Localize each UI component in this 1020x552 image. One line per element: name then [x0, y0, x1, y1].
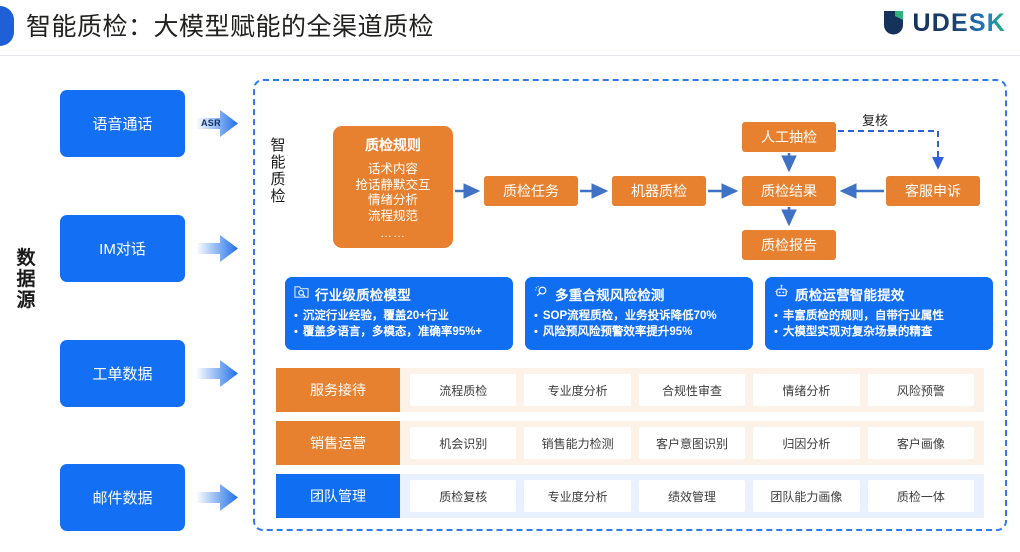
- bullet-dot-icon: •: [534, 326, 538, 338]
- datasource-label: 数据源: [16, 248, 36, 311]
- qc-rule-item: 话术内容: [367, 162, 418, 176]
- feature-card-bullet: • 大模型实现对复杂场景的精查: [774, 324, 984, 340]
- matrix-cell[interactable]: 机会识别: [410, 427, 517, 459]
- udesk-logo-text: UDESK: [912, 8, 1006, 37]
- datasource-arrow-email: [196, 484, 238, 511]
- matrix-row-cells: 质检复核 专业度分析 绩效管理 团队能力画像 质检一体: [400, 474, 984, 518]
- feature-card-header: 行业级质检模型: [294, 284, 504, 304]
- datasource-arrow-im: [196, 235, 238, 262]
- bullet-dot-icon: •: [294, 326, 298, 338]
- matrix-cell[interactable]: 专业度分析: [524, 374, 631, 406]
- matrix-row-cells: 流程质检 专业度分析 合规性审查 情绪分析 风险预警: [400, 368, 984, 412]
- bullet-dot-icon: •: [774, 310, 778, 322]
- bullet-dot-icon: •: [294, 310, 298, 322]
- header-accent-shape: [0, 6, 14, 46]
- qc-rules-box[interactable]: 质检规则 话术内容 抢话静默交互 情绪分析 流程规范 ……: [333, 126, 453, 248]
- matrix-cell[interactable]: 销售能力检测: [524, 427, 631, 459]
- udesk-logo: UDESK: [882, 8, 1006, 38]
- matrix-row-head[interactable]: 服务接待: [276, 368, 400, 412]
- feature-card-bullet: • 覆盖多语言，多模态，准确率95%+: [294, 324, 504, 340]
- qc-node-appeal[interactable]: 客服申诉: [886, 176, 980, 206]
- feature-card-bullet: • SOP流程质检，业务投诉降低70%: [534, 308, 744, 324]
- udesk-logo-mark-icon: [882, 10, 905, 37]
- matrix-cell[interactable]: 合规性审查: [638, 374, 746, 406]
- matrix-cell[interactable]: 质检一体: [867, 480, 975, 512]
- page-title: 智能质检：大模型赋能的全渠道质检: [26, 13, 435, 41]
- matrix-row-head[interactable]: 团队管理: [276, 474, 400, 518]
- qc-vertical-label: 智能质检: [270, 137, 286, 205]
- matrix-cell[interactable]: 客户画像: [867, 427, 975, 459]
- matrix-cell[interactable]: 流程质检: [410, 374, 517, 406]
- feature-card-bullet-text: SOP流程质检，业务投诉降低70%: [542, 310, 717, 322]
- feature-card-title: 质检运营智能提效: [795, 288, 905, 303]
- feature-card-operation-efficiency[interactable]: 质检运营智能提效 • 丰富质检的规则，自带行业属性 • 大模型实现对复杂场景的精查: [765, 277, 993, 350]
- qc-node-manual[interactable]: 人工抽检: [742, 122, 836, 152]
- page-header: 智能质检：大模型赋能的全渠道质检 UDESK: [0, 0, 1020, 55]
- qc-dashed-container: [253, 79, 1007, 531]
- qc-rule-item: 抢话静默交互: [355, 177, 431, 192]
- datasource-box-im[interactable]: IM对话: [60, 215, 185, 282]
- header-divider: [0, 55, 1020, 56]
- datasource-arrow-voice: [196, 110, 238, 137]
- qc-node-machine[interactable]: 机器质检: [612, 176, 706, 206]
- feature-card-industry-model[interactable]: 行业级质检模型 • 沉淀行业经验，覆盖20+行业 • 覆盖多语言，多模态，准确率95…: [285, 277, 513, 350]
- qc-recheck-label: 复核: [862, 113, 889, 128]
- feature-card-bullet-text: 大模型实现对复杂场景的精查: [782, 326, 933, 338]
- qc-rules-title: 质检规则: [365, 137, 421, 153]
- matrix-cell[interactable]: 风险预警: [867, 374, 975, 406]
- feature-card-bullet-text: 沉淀行业经验，覆盖20+行业: [302, 310, 449, 322]
- qc-rule-item: 情绪分析: [367, 193, 418, 207]
- qc-rule-item: 流程规范: [367, 208, 418, 223]
- datasource-label-im: IM对话: [99, 241, 146, 258]
- matrix-cell[interactable]: 团队能力画像: [753, 480, 860, 512]
- feature-card-bullet-text: 风险预风险预警效率提升95%: [542, 326, 693, 338]
- qc-node-report[interactable]: 质检报告: [742, 230, 836, 260]
- feature-card-bullet-text: 丰富质检的规则，自带行业属性: [782, 310, 944, 322]
- datasource-box-ticket[interactable]: 工单数据: [60, 340, 185, 407]
- feature-card-header: 多重合规风险检测: [534, 284, 744, 304]
- matrix-cell[interactable]: 绩效管理: [638, 480, 746, 512]
- folder-search-icon: [294, 284, 309, 304]
- datasource-box-voice[interactable]: 语音通话: [60, 90, 185, 157]
- matrix-row-service: 服务接待 流程质检 专业度分析 合规性审查 情绪分析 风险预警: [276, 368, 984, 412]
- matrix-row-sales: 销售运营 机会识别 销售能力检测 客户意图识别 归因分析 客户画像: [276, 421, 984, 465]
- matrix-row-team: 团队管理 质检复核 专业度分析 绩效管理 团队能力画像 质检一体: [276, 474, 984, 518]
- matrix-cell[interactable]: 客户意图识别: [638, 427, 746, 459]
- robot-icon: [774, 284, 789, 304]
- matrix-cell[interactable]: 质检复核: [410, 480, 517, 512]
- datasource-label-ticket: 工单数据: [92, 366, 153, 383]
- feature-card-bullet: • 沉淀行业经验，覆盖20+行业: [294, 308, 504, 324]
- feature-card-bullet-text: 覆盖多语言，多模态，准确率95%+: [302, 326, 483, 338]
- asr-arrow-label: ASR: [201, 118, 221, 128]
- qc-node-task[interactable]: 质检任务: [484, 176, 578, 206]
- datasource-box-email[interactable]: 邮件数据: [60, 464, 185, 531]
- matrix-cell[interactable]: 情绪分析: [753, 374, 860, 406]
- datasource-label-voice: 语音通话: [92, 116, 153, 133]
- risk-search-icon: [534, 284, 549, 304]
- feature-card-bullet: • 风险预风险预警效率提升95%: [534, 324, 744, 340]
- matrix-row-head[interactable]: 销售运营: [276, 421, 400, 465]
- datasource-label-email: 邮件数据: [92, 490, 153, 507]
- matrix-row-cells: 机会识别 销售能力检测 客户意图识别 归因分析 客户画像: [400, 421, 984, 465]
- feature-card-risk-detection[interactable]: 多重合规风险检测 • SOP流程质检，业务投诉降低70% • 风险预风险预警效率提升…: [525, 277, 753, 350]
- matrix-cell[interactable]: 专业度分析: [524, 480, 631, 512]
- bullet-dot-icon: •: [534, 310, 538, 322]
- feature-card-bullet: • 丰富质检的规则，自带行业属性: [774, 308, 984, 324]
- datasource-arrow-ticket: [196, 360, 238, 387]
- feature-card-title: 多重合规风险检测: [555, 288, 665, 303]
- matrix-cell[interactable]: 归因分析: [753, 427, 860, 459]
- feature-card-title: 行业级质检模型: [315, 288, 411, 303]
- qc-node-result[interactable]: 质检结果: [742, 176, 836, 206]
- qc-rules-more: ……: [380, 226, 406, 240]
- qc-rules-list: 话术内容 抢话静默交互 情绪分析 流程规范: [355, 162, 430, 224]
- feature-card-header: 质检运营智能提效: [774, 284, 984, 304]
- bullet-dot-icon: •: [774, 326, 778, 338]
